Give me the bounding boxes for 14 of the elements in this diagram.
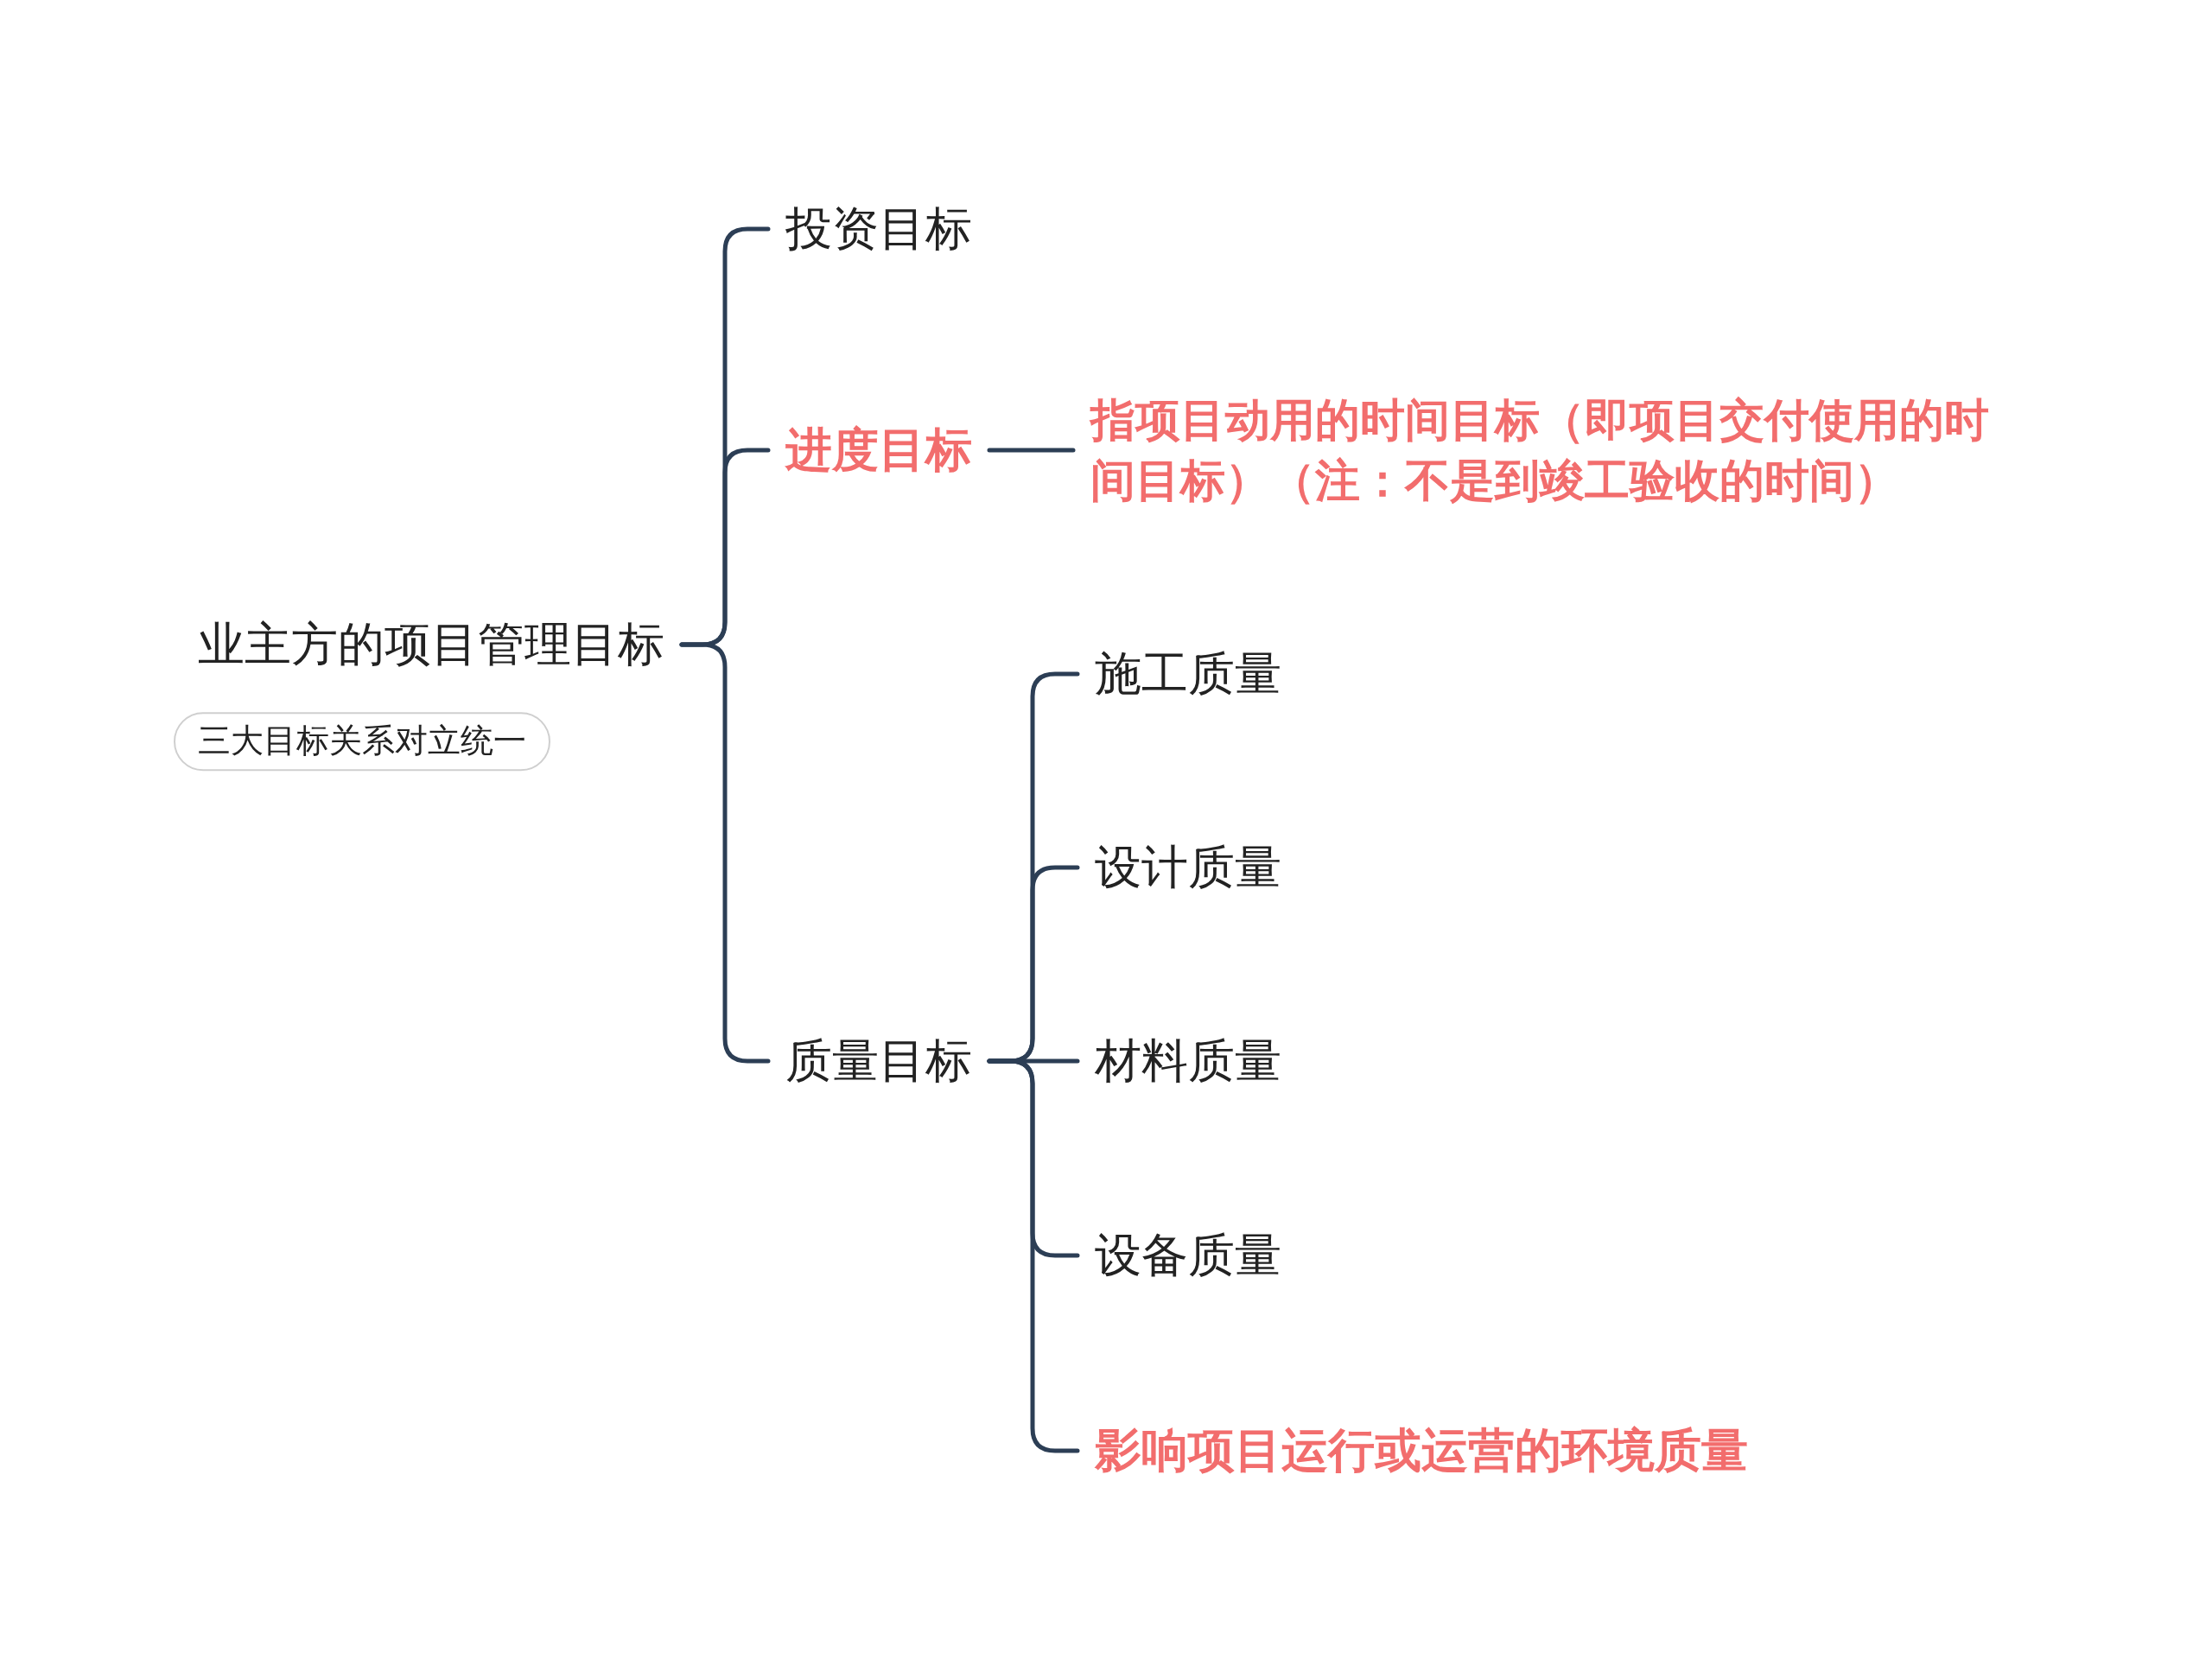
summary-tag: 三大目标关系对立统一 xyxy=(174,712,550,771)
topic-label: 设备质量 xyxy=(1077,1226,1299,1285)
root-topic: 业主方的项目管理目标 xyxy=(181,615,682,674)
connector-line xyxy=(987,448,1076,453)
topic-label: 影响项目运行或运营的环境质量 xyxy=(1077,1421,1765,1480)
topic-label: 质量目标 xyxy=(768,1032,989,1090)
note-text: 指项目动用的时间目标（即项目交付使用的时间目标）（注：不是到竣工验收的时间） xyxy=(1073,389,2006,512)
topic-label: 设计质量 xyxy=(1077,838,1299,897)
topic-label: 施工质量 xyxy=(1077,645,1299,703)
topic-label: 材料质量 xyxy=(1077,1032,1299,1090)
topic-label: 投资目标 xyxy=(768,200,989,258)
connector-line xyxy=(679,642,771,1064)
connector-line xyxy=(987,1058,1080,1453)
topic-label: 进度目标 xyxy=(768,421,989,480)
